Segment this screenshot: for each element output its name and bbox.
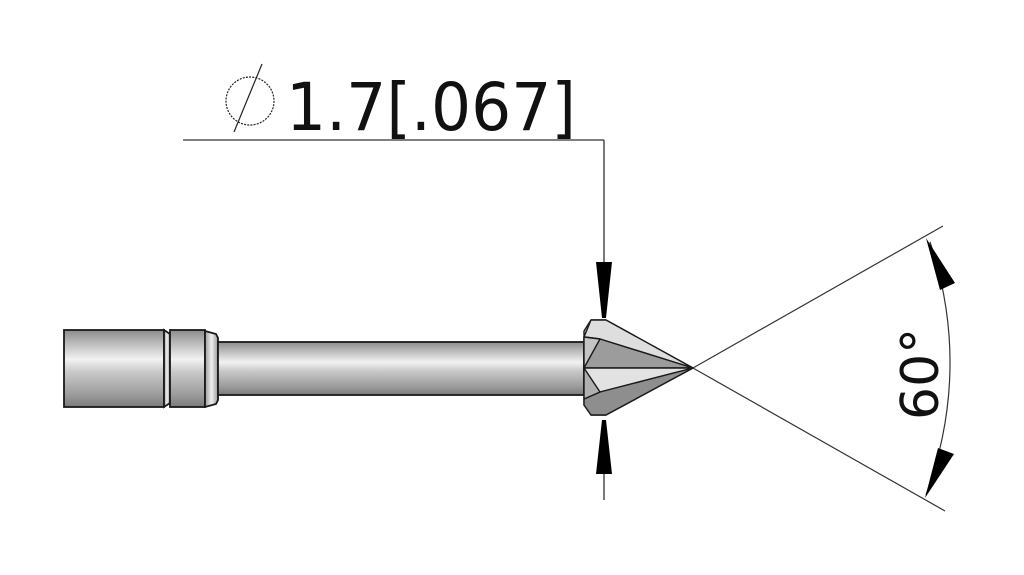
tool-tip-cone <box>583 319 694 416</box>
arrow-angle-up-icon <box>926 238 955 290</box>
diameter-leader <box>183 139 605 500</box>
angle-value: 60° <box>891 328 951 420</box>
tool-collar <box>63 328 219 409</box>
diameter-value: 1.7[.067] <box>286 69 576 146</box>
tool-shaft <box>217 341 585 396</box>
arrow-angle-down-icon <box>925 448 954 498</box>
arrow-up-icon <box>596 420 612 474</box>
arrow-down-icon <box>596 262 612 318</box>
diameter-symbol-icon <box>225 63 275 133</box>
